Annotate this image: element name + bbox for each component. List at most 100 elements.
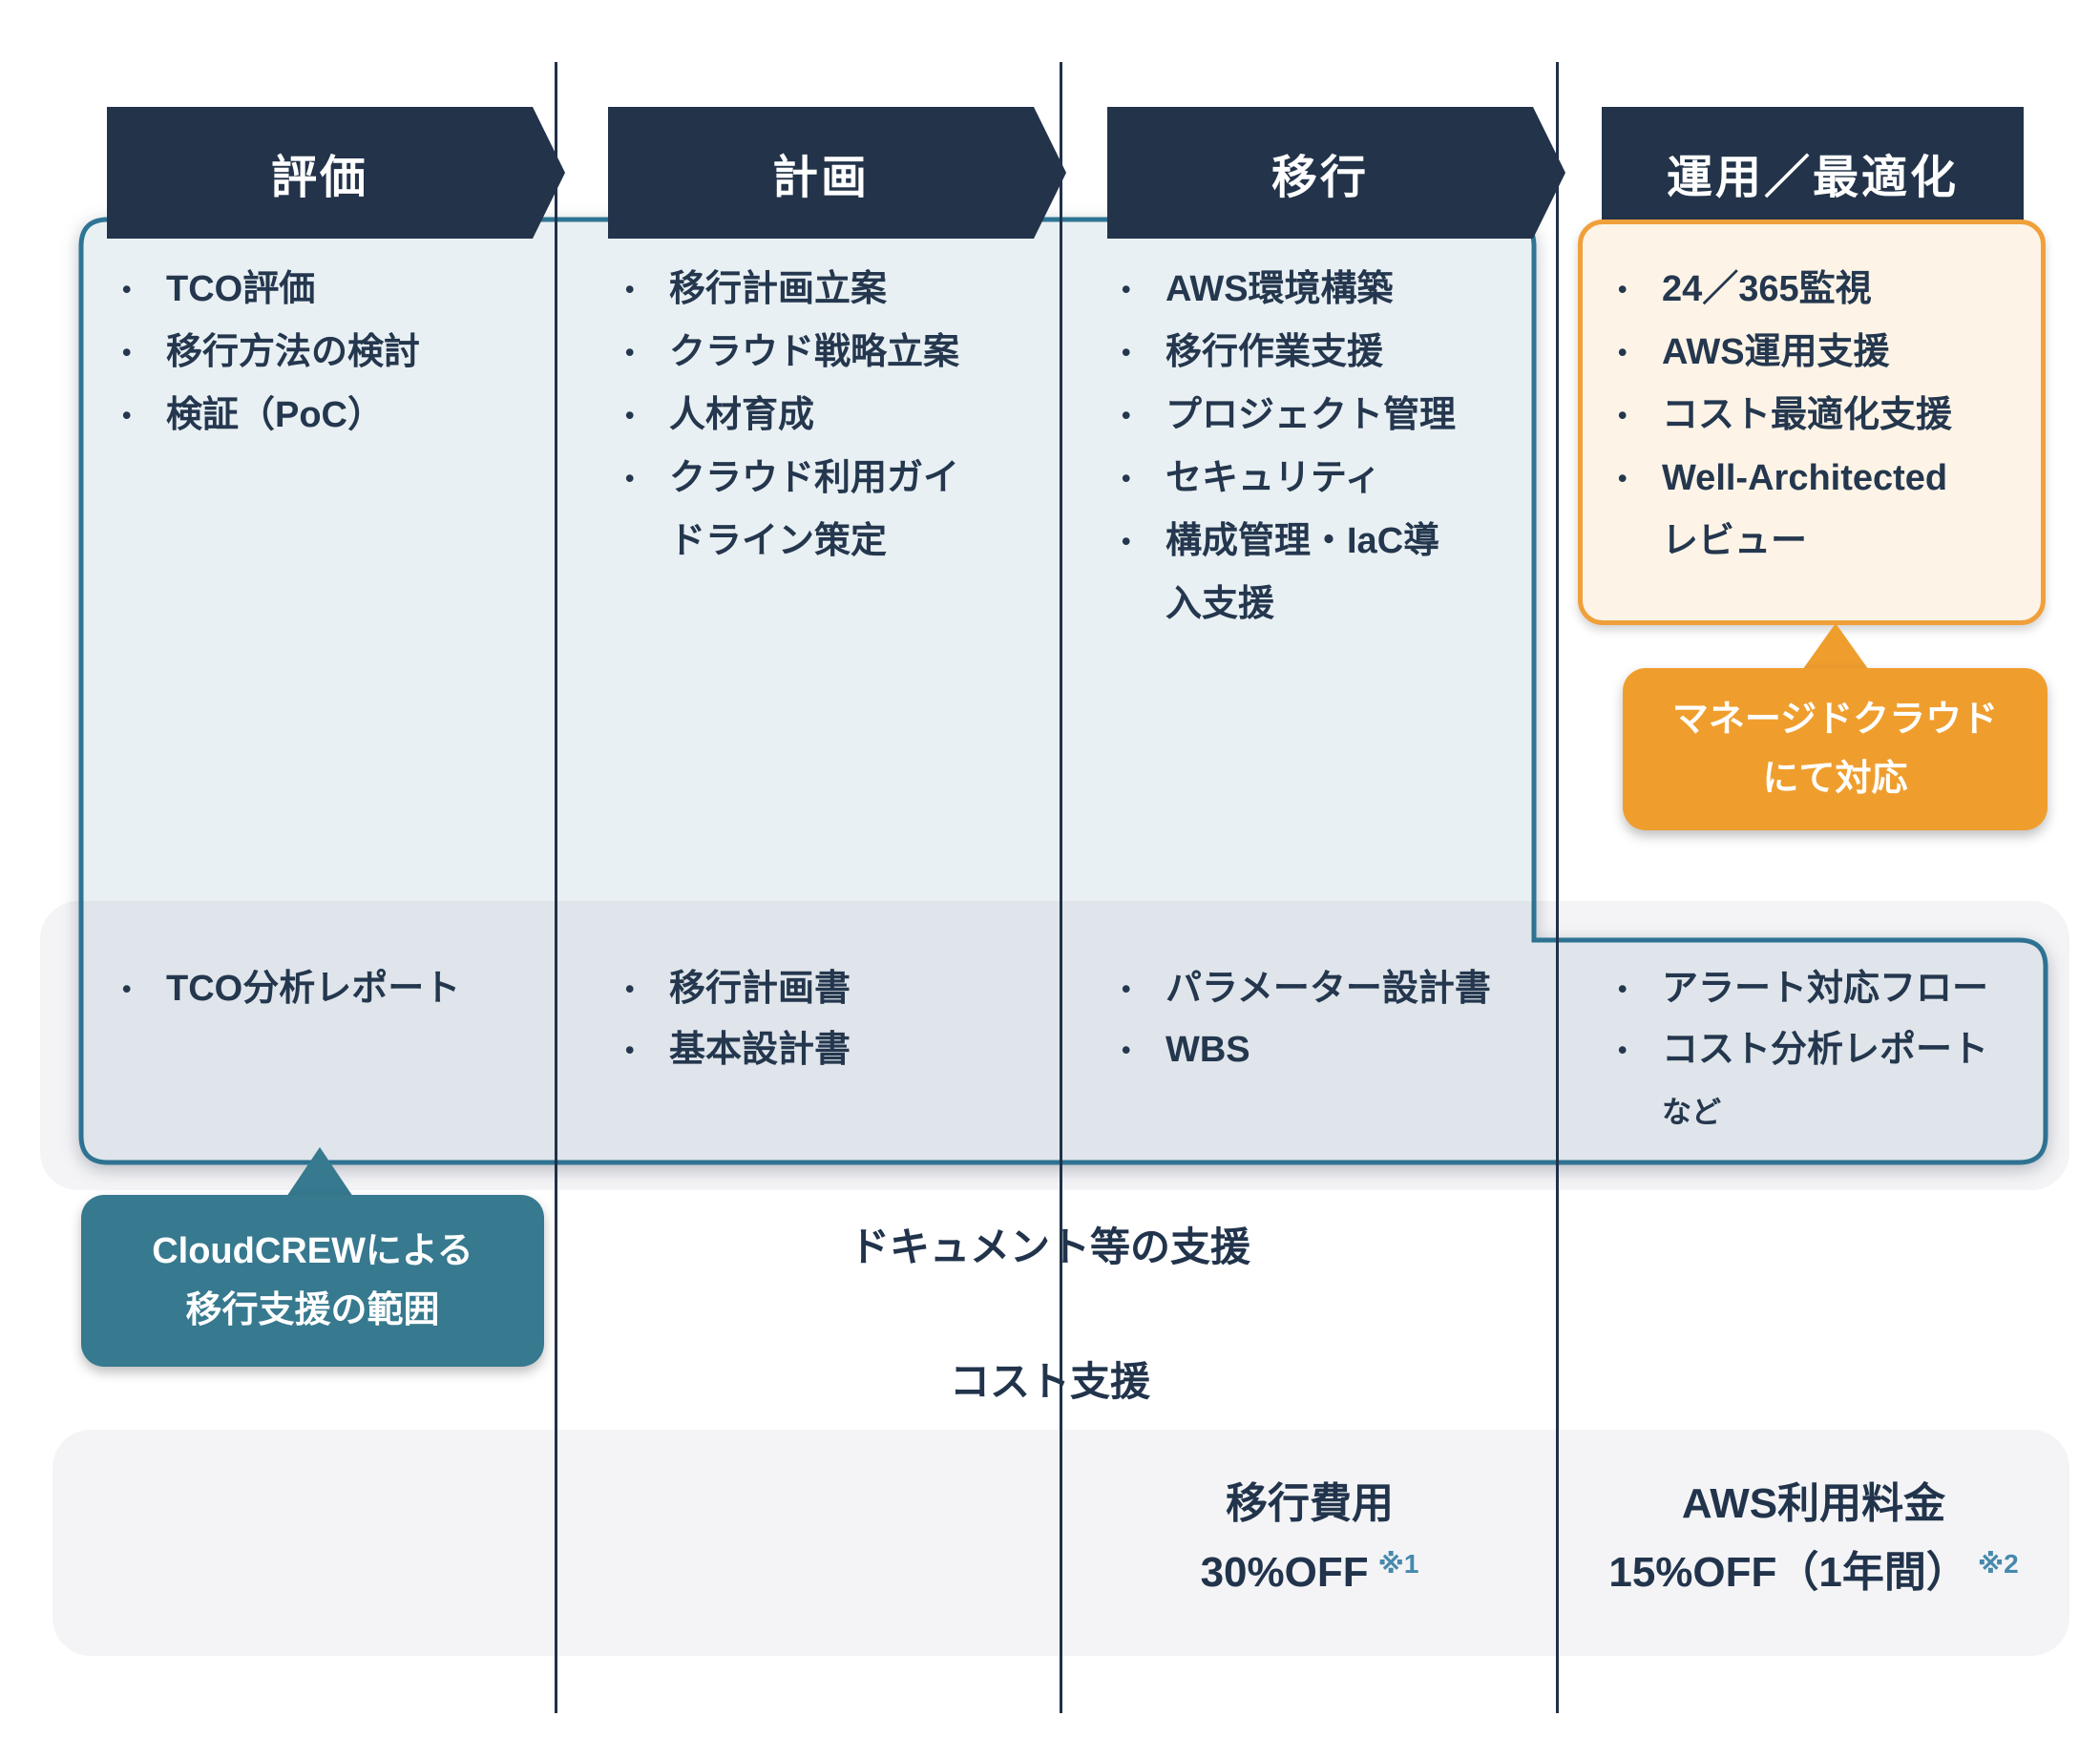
cost-support-label: コスト支援 <box>949 1359 1150 1404</box>
list-item-text: 24／365監視 <box>1662 269 1872 309</box>
list-item-text: コスト最適化支援 <box>1662 395 1953 435</box>
bullet-dot: • <box>1618 464 1628 492</box>
bullet-dot: • <box>1122 338 1131 366</box>
services-list-assessment: • TCO評価 • 移行方法の検討 • 検証（PoC） <box>122 258 533 447</box>
list-item-text: 移行作業支援 <box>1166 332 1384 372</box>
list-item: • 移行計画立案 <box>625 258 1050 321</box>
cloudcrew-scope-callout: CloudCREWによる 移行支援の範囲 <box>81 1195 544 1367</box>
aws-fee-discount-title: AWS利用料金 <box>1681 1480 1946 1527</box>
bullet-dot: • <box>1618 1036 1628 1064</box>
bullet-dot: • <box>122 974 132 1003</box>
list-item-text: パラメーター設計書 <box>1166 969 1491 1009</box>
list-item: • WBS <box>1122 1019 1546 1080</box>
list-item: • アラート対応フロー <box>1618 958 2043 1019</box>
list-item-text: アラート対応フロー <box>1662 969 1989 1009</box>
list-item: • 検証（PoC） <box>122 384 533 447</box>
migration-discount: 移行費用 30%OFF※1 <box>1061 1470 1558 1612</box>
bullet-dot: • <box>625 1036 635 1064</box>
deliverables-etc-label: など <box>1662 1096 1721 1129</box>
migration-discount-title: 移行費用 <box>1226 1480 1394 1527</box>
bullet-dot: • <box>122 401 132 429</box>
list-item-text: コスト分析レポート <box>1662 1030 1989 1070</box>
list-item: • パラメーター設計書 <box>1122 958 1546 1019</box>
bullet-dot: • <box>625 464 635 492</box>
list-item: • 構成管理・IaC導 入支援 <box>1122 510 1546 636</box>
bullet-dot: • <box>625 401 635 429</box>
list-item-text: プロジェクト管理 <box>1166 395 1457 435</box>
bullet-dot: • <box>122 275 132 303</box>
column-divider-3 <box>1556 62 1559 1713</box>
aws-fee-discount: AWS利用料金 15%OFF（1年間）※2 <box>1558 1470 2069 1612</box>
list-item-text: セキュリティ <box>1166 458 1381 498</box>
column-divider-2 <box>1060 62 1062 1713</box>
scope-callout-pointer <box>284 1147 355 1200</box>
managed-callout-pointer <box>1800 623 1871 673</box>
list-item: • コスト分析レポート <box>1618 1019 2043 1080</box>
aws-fee-discount-value: 15%OFF（1年間）※2 <box>1608 1549 2019 1596</box>
list-item: • AWS環境構築 <box>1122 258 1546 321</box>
migration-discount-note: ※1 <box>1377 1549 1419 1579</box>
list-item-text: AWS環境構築 <box>1166 269 1394 309</box>
list-item: •TCO分析レポート <box>122 958 533 1019</box>
managed-cloud-box <box>1578 220 2046 625</box>
bullet-dot: • <box>625 338 635 366</box>
list-item: • プロジェクト管理 <box>1122 384 1546 447</box>
deliverables-assessment: •TCO分析レポート <box>122 958 533 1019</box>
list-item: • TCO評価 <box>122 258 533 321</box>
list-item-text: TCO評価 <box>166 269 316 309</box>
stage-header-assessment: 評価 <box>107 107 565 239</box>
bullet-dot: • <box>1122 464 1131 492</box>
list-item-text: クラウド戦略立案 <box>669 332 960 372</box>
bullet-dot: • <box>1618 974 1628 1003</box>
list-item: • コスト最適化支援 <box>1618 384 2028 447</box>
list-item: • Well-Architected レビュー <box>1618 447 2028 573</box>
list-item: • AWS運用支援 <box>1618 321 2028 384</box>
list-item: • 移行作業支援 <box>1122 321 1546 384</box>
managed-cloud-callout: マネージドクラウド にて対応 <box>1623 668 2048 830</box>
stage-header-operation: 運用／最適化 <box>1602 107 2024 239</box>
bullet-dot: • <box>625 974 635 1003</box>
aws-fee-discount-note: ※2 <box>1977 1549 2019 1579</box>
list-item-text: 構成管理・IaC導 入支援 <box>1166 521 1440 624</box>
bullet-dot: • <box>1122 401 1131 429</box>
list-item: • 基本設計書 <box>625 1019 1050 1080</box>
services-list-operation: • 24／365監視 • AWS運用支援 • コスト最適化支援 • Well-Architec… <box>1618 258 2028 573</box>
list-item-text: 移行方法の検討 <box>166 332 421 372</box>
deliverables-tint <box>81 901 2046 1162</box>
services-list-migration: • AWS環境構築 • 移行作業支援 • プロジェクト管理 • セキュリティ • 構成管理・IaC… <box>1122 258 1546 636</box>
document-support-label: ドキュメント等の支援 <box>849 1224 1250 1269</box>
services-list-planning: •移行計画立案•クラウド戦略立案•人材育成•クラウド利用ガイ ドライン策定 <box>625 258 1050 573</box>
deliverables-planning: • 移行計画書 • 基本設計書 <box>625 958 1050 1080</box>
list-item-text: 移行計画立案 <box>669 269 888 309</box>
list-item-text: 基本設計書 <box>669 1030 851 1070</box>
bullet-dot: • <box>1122 527 1131 555</box>
bullet-dot: • <box>1618 275 1628 303</box>
list-item-text: 検証（PoC） <box>166 395 385 435</box>
list-item-text: 移行計画書 <box>669 969 851 1009</box>
deliverables-operation: • アラート対応フロー • コスト分析レポート <box>1618 958 2043 1080</box>
bullet-dot: • <box>1122 1036 1131 1064</box>
list-item: • セキュリティ <box>1122 447 1546 510</box>
migration-discount-value: 30%OFF※1 <box>1200 1549 1419 1596</box>
list-item: • クラウド戦略立案 <box>625 321 1050 384</box>
deliverables-migration: • パラメーター設計書 • WBS <box>1122 958 1546 1080</box>
list-item-text: クラウド利用ガイ ドライン策定 <box>669 458 960 561</box>
list-item: • 24／365監視 <box>1618 258 2028 321</box>
list-item-text: Well-Architected レビュー <box>1662 458 1948 561</box>
bullet-dot: • <box>1122 275 1131 303</box>
bullet-dot: • <box>1618 338 1628 366</box>
bullet-dot: • <box>122 338 132 366</box>
bullet-dot: • <box>1618 401 1628 429</box>
list-item: • クラウド利用ガイ ドライン策定 <box>625 447 1050 573</box>
list-item-text: WBS <box>1166 1030 1250 1070</box>
list-item: • 移行計画書 <box>625 958 1050 1019</box>
list-item: • 移行方法の検討 <box>122 321 533 384</box>
bullet-dot: • <box>625 275 635 303</box>
column-divider-1 <box>555 62 557 1713</box>
list-item-text: AWS運用支援 <box>1662 332 1890 372</box>
stage-header-planning: 計画 <box>608 107 1066 239</box>
bullet-dot: • <box>1122 974 1131 1003</box>
list-item: •人材育成 <box>625 384 1050 447</box>
